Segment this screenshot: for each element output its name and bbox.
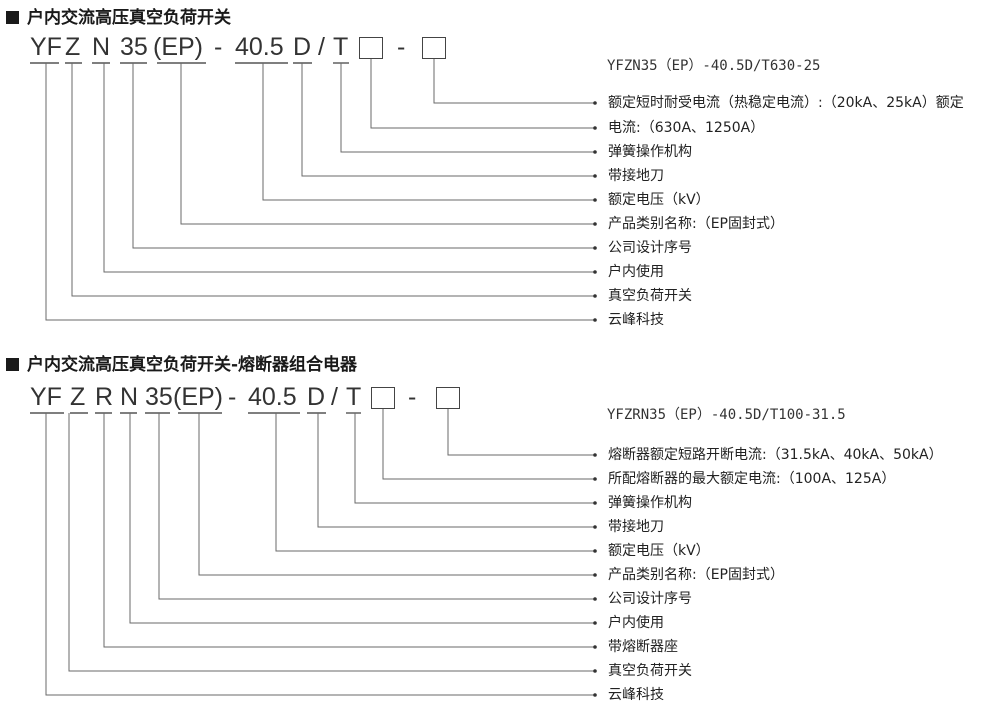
s1-seg-dash2: - <box>397 33 406 61</box>
s2-seg-d: D <box>307 383 326 411</box>
s2-seg-slash: / <box>331 383 338 411</box>
s2-label-vacuum-load-switch: 真空负荷开关 <box>608 663 692 679</box>
s1-short-time-current-box <box>422 37 446 59</box>
section2-title-text: 户内交流高压真空负荷开关-熔断器组合电器 <box>27 355 358 375</box>
s2-label-spring-mechanism: 弹簧操作机构 <box>608 495 692 511</box>
s2-seg-dash1: - <box>228 383 237 411</box>
s2-seg-r: R <box>95 383 114 411</box>
s2-seg-yf: YF <box>30 383 62 411</box>
s2-seg-z: Z <box>70 383 86 411</box>
section2-example: YFZRN35（EP）-40.5D/T100-31.5 <box>607 407 846 423</box>
s1-seg-ep: (EP) <box>153 33 203 61</box>
s1-label-spring-mechanism: 弹簧操作机构 <box>608 144 692 160</box>
s2-seg-35: 35 <box>145 383 173 411</box>
s2-label-indoor-use: 户内使用 <box>608 615 664 631</box>
s1-seg-slash: / <box>318 33 325 61</box>
s1-seg-n: N <box>92 33 111 61</box>
s1-label-short-time-current: 额定短时耐受电流（热稳定电流）:（20kA、25kA）额定 <box>608 95 964 111</box>
s2-label-fuse-max-current: 所配熔断器的最大额定电流:（100A、125A） <box>608 471 896 487</box>
square-bullet-icon <box>6 358 19 371</box>
section2-title: 户内交流高压真空负荷开关-熔断器组合电器 <box>6 350 357 375</box>
s1-label-rated-voltage: 额定电压（kV） <box>608 192 710 208</box>
s1-seg-z: Z <box>65 33 81 61</box>
s1-seg-yf: YF <box>30 33 62 61</box>
s1-label-company: 云峰科技 <box>608 312 664 328</box>
s2-breaking-current-box <box>436 387 460 409</box>
s2-seg-n: N <box>120 383 139 411</box>
s1-label-indoor-use: 户内使用 <box>608 264 664 280</box>
s2-label-product-category: 产品类别名称:（EP固封式） <box>608 567 785 583</box>
s2-label-rated-voltage: 额定电压（kV） <box>608 543 710 559</box>
s1-seg-40-5: 40.5 <box>235 33 284 61</box>
s1-rated-current-box <box>359 37 383 59</box>
s2-label-design-serial: 公司设计序号 <box>608 591 692 607</box>
s2-fuse-current-box <box>371 387 395 409</box>
s2-seg-dash2: - <box>408 383 417 411</box>
s1-label-product-category: 产品类别名称:（EP固封式） <box>608 216 785 232</box>
s1-seg-d: D <box>293 33 312 61</box>
s2-label-earthing-switch: 带接地刀 <box>608 519 664 535</box>
s2-seg-t: T <box>346 383 362 411</box>
s1-seg-t: T <box>333 33 349 61</box>
s2-seg-40-5: 40.5 <box>248 383 297 411</box>
s1-seg-35: 35 <box>120 33 148 61</box>
s1-label-rated-current: 电流:（630A、1250A） <box>608 120 765 136</box>
s1-label-earthing-switch: 带接地刀 <box>608 168 664 184</box>
section1-title-text: 户内交流高压真空负荷开关 <box>27 8 231 28</box>
s2-label-fuse-breaking-current: 熔断器额定短路开断电流:（31.5kA、40kA、50kA） <box>608 447 943 463</box>
s1-label-vacuum-load-switch: 真空负荷开关 <box>608 288 692 304</box>
section1-example: YFZN35（EP）-40.5D/T630-25 <box>607 58 821 74</box>
s2-label-company: 云峰科技 <box>608 687 664 703</box>
square-bullet-icon <box>6 11 19 24</box>
section1-title: 户内交流高压真空负荷开关 <box>6 3 231 28</box>
s1-seg-dash1: - <box>214 33 223 61</box>
s2-label-fuse-base: 带熔断器座 <box>608 639 678 655</box>
s2-seg-ep: (EP) <box>173 383 223 411</box>
s1-label-design-serial: 公司设计序号 <box>608 240 692 256</box>
